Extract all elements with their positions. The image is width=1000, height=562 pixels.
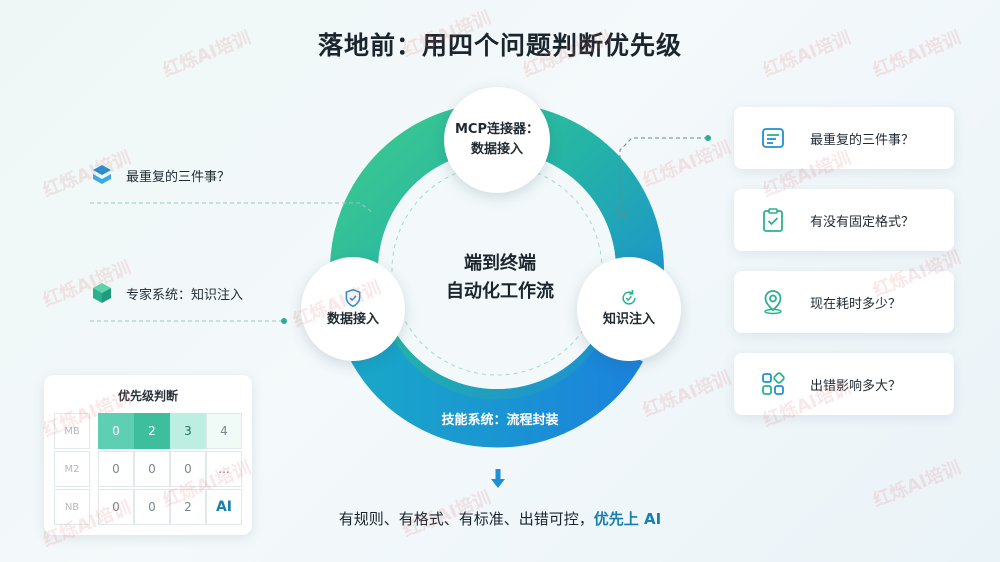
stack-box-icon [93,165,111,184]
conclusion-highlight: 优先上 AI [593,510,662,528]
arrow-down-icon [491,469,505,488]
table-row-label: M2 [54,451,90,487]
node-mcp-connector: MCP连接器： 数据接入 [444,87,550,193]
left-item-label: 专家系统：知识注入 [126,287,244,303]
table-row-label: MB [54,413,90,449]
node-knowledge-inject: 知识注入 [577,257,681,361]
table-cell: 4 [206,413,242,449]
connector-dot-right [705,135,711,141]
node-knowledge-inject-label: 知识注入 [602,312,655,327]
question-card-impact: 出错影响多大？ [734,353,954,415]
question-card-format: 有没有固定格式？ [734,189,954,251]
question-card-label: 最重复的三件事？ [810,132,915,148]
cube-icon [93,283,111,303]
grid-blocks-icon [762,372,785,395]
question-card-time: 现在耗时多少？ [734,271,954,333]
center-line-1: 端到终端 [464,253,536,274]
ring-inner [378,151,616,389]
left-item-expert-system: 专家系统：知识注入 [90,281,243,305]
left-item-repetitive: 最重复的三件事？ [90,163,230,187]
table-cell: 2 [134,413,170,449]
conclusion-text: 有规则、有格式、有标准、出错可控，优先上 AI [0,508,1000,529]
refresh-check-icon [622,289,636,305]
table-cell: 0 [134,489,170,525]
table-cell: 0 [98,451,134,487]
connector-left-1 [90,202,373,213]
connector-dot-left [281,318,287,324]
conclusion-prefix: 有规则、有格式、有标准、出错可控， [338,510,594,528]
skill-system-label: 技能系统：流程封装 [441,413,559,428]
table-cell-ai: AI [206,489,242,525]
table-cell: ... [206,451,242,487]
question-card-label: 出错影响多大？ [810,378,902,394]
table-row-label: NB [54,489,90,525]
node-data-ingest: 数据接入 [301,257,405,361]
left-item-label: 最重复的三件事？ [126,169,231,185]
question-card-label: 现在耗时多少？ [810,296,902,312]
clipboard-check-icon [763,208,783,232]
center-line-2: 自动化工作流 [446,281,554,302]
question-card-repetitive: 最重复的三件事？ [734,107,954,169]
table-cell: 0 [98,489,134,525]
table-cell: 2 [170,489,206,525]
priority-table-title: 优先级判断 [117,389,178,403]
node-mcp-line-1: MCP连接器： [454,122,539,137]
node-data-ingest-label: 数据接入 [326,312,379,327]
ring-bottom-band [351,337,643,448]
page-title: 落地前：用四个问题判断优先级 [317,31,682,60]
priority-table: 优先级判断 MB 0 2 3 4 M2 0 0 0 ... NB 0 0 2 A… [44,375,252,535]
document-lines-icon [762,128,784,148]
table-cell: 0 [134,451,170,487]
table-cell: 0 [98,413,134,449]
connector-right-arrow [615,207,629,219]
table-cell: 3 [170,413,206,449]
node-mcp-line-2: 数据接入 [470,142,523,157]
connector-right [619,137,708,214]
ring-center-label: 端到终端 自动化工作流 [400,250,600,306]
shield-check-icon [345,288,361,308]
location-pin-icon [764,290,782,315]
table-cell: 0 [170,451,206,487]
question-card-label: 有没有固定格式？ [810,214,915,230]
